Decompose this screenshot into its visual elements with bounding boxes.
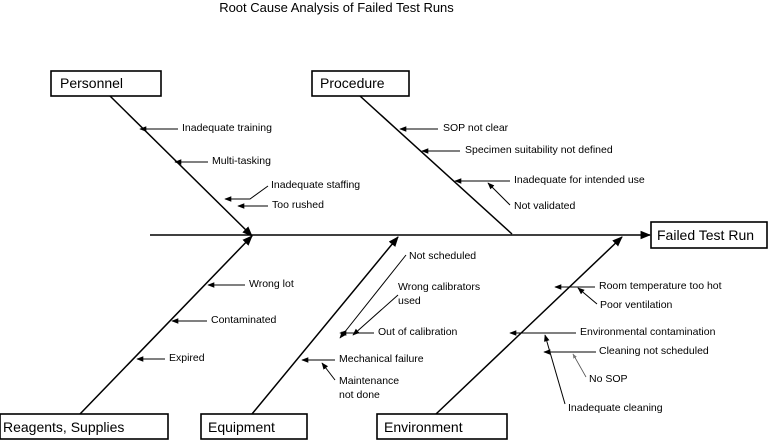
- bone-reagents: [79, 235, 253, 415]
- effect-label: Failed Test Run: [657, 227, 754, 243]
- cause-label: Expired: [169, 352, 205, 364]
- diagram-title: Root Cause Analysis of Failed Test Runs: [0, 0, 783, 15]
- cause-arrow: [321, 362, 336, 381]
- cause-label: not done: [339, 389, 380, 401]
- cause-label: Environmental contamination: [580, 326, 716, 338]
- cause-label: Inadequate training: [182, 122, 272, 134]
- cause-label: Poor ventilation: [600, 299, 673, 311]
- cause-label: Maintenance: [339, 375, 399, 387]
- cause-label: Cleaning not scheduled: [599, 345, 709, 357]
- cause-label: No SOP: [589, 373, 628, 385]
- cause-arrow: [572, 353, 587, 378]
- cause-label: Inadequate cleaning: [568, 402, 663, 414]
- cause-label: Inadequate for intended use: [514, 174, 645, 186]
- cause-label: Not validated: [514, 200, 575, 212]
- category-environment: Environment: [376, 413, 508, 440]
- cause-label: Out of calibration: [378, 326, 458, 338]
- cause-label: Wrong lot: [249, 278, 294, 290]
- cause-label: Specimen suitability not defined: [465, 144, 613, 156]
- cause-arrow: [352, 294, 399, 336]
- cause-label: Mechanical failure: [339, 353, 424, 365]
- bone-procedure: [359, 95, 513, 235]
- title-text: Root Cause Analysis of Failed Test Runs: [219, 0, 454, 15]
- cause-label: SOP not clear: [443, 122, 509, 134]
- bone-personnel: [109, 95, 253, 237]
- bone-environment: [435, 236, 623, 415]
- cause-label: Not scheduled: [409, 250, 476, 262]
- category-personnel: Personnel: [50, 70, 162, 97]
- category-procedure: Procedure: [311, 70, 410, 97]
- cause-label: Inadequate staffing: [271, 179, 360, 191]
- cause-arrow: [487, 182, 511, 206]
- category-label: Reagents, Supplies: [3, 419, 124, 435]
- category-label: Equipment: [208, 419, 275, 435]
- category-label: Environment: [384, 419, 463, 435]
- category-label: Personnel: [60, 75, 123, 91]
- cause-label: Wrong calibrators: [398, 281, 480, 293]
- cause-arrow: [339, 254, 407, 339]
- cause-label: Multi-tasking: [212, 155, 271, 167]
- bone-equipment: [251, 236, 399, 415]
- cause-arrow: [224, 185, 269, 202]
- cause-arrow: [577, 287, 598, 305]
- cause-label: Contaminated: [211, 314, 277, 326]
- cause-label: Room temperature too hot: [599, 280, 722, 292]
- category-equipment: Equipment: [200, 413, 308, 440]
- category-label: Procedure: [320, 75, 385, 91]
- effect-box: Failed Test Run: [650, 221, 768, 249]
- category-reagents-supplies: Reagents, Supplies: [0, 413, 169, 440]
- cause-label: Too rushed: [272, 199, 324, 211]
- cause-label: used: [398, 295, 421, 307]
- cause-arrow: [544, 334, 566, 405]
